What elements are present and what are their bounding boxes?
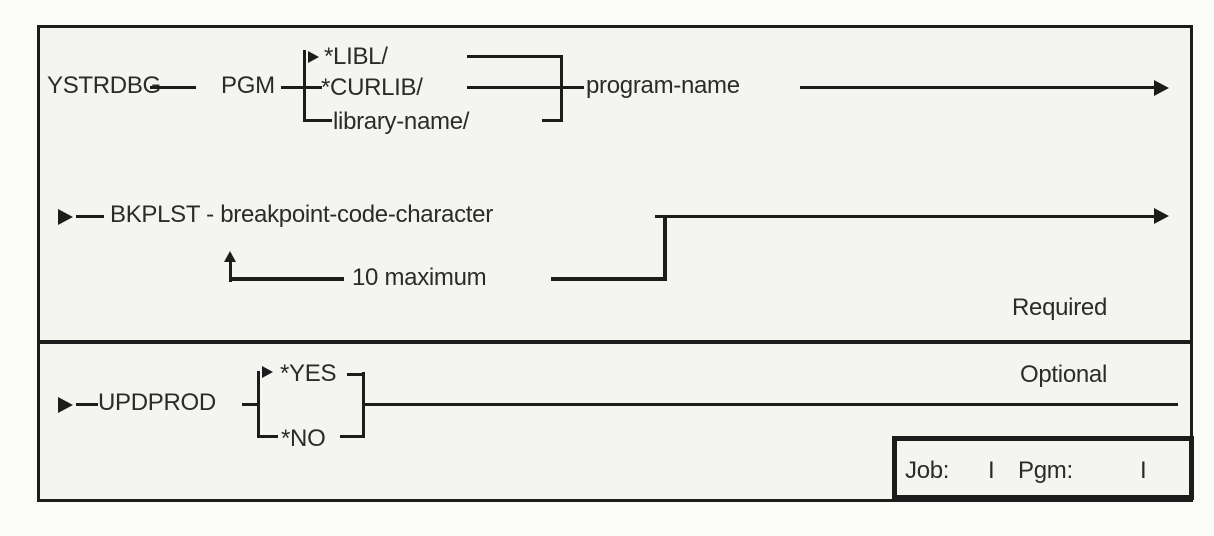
choice-line — [467, 55, 561, 58]
pgm-label: Pgm: — [1018, 457, 1073, 484]
continuation-arrow-icon — [58, 397, 73, 413]
choice-bracket-right — [560, 55, 563, 122]
required-badge: Required — [1012, 294, 1107, 321]
continuation-arrow-icon — [58, 209, 73, 225]
repeat-loop-line — [229, 277, 344, 281]
pgm-value: I — [1140, 457, 1147, 484]
updprod-keyword-label: UPDPROD — [98, 389, 216, 416]
rail-line — [563, 86, 584, 89]
rail-line — [76, 215, 104, 218]
choice-line — [542, 119, 563, 122]
program-name-label: program-name — [586, 72, 740, 99]
rail-line — [150, 86, 196, 89]
repeat-loop-line — [663, 215, 667, 281]
choice-line — [257, 435, 278, 438]
repeat-up-arrow-icon — [224, 251, 236, 262]
choice-line — [306, 119, 332, 122]
rail-line — [76, 403, 98, 406]
default-choice-arrow-icon — [262, 366, 273, 378]
choice-line — [306, 86, 322, 89]
section-divider — [40, 340, 1190, 344]
rail-line — [655, 215, 1155, 218]
job-pgm-box — [892, 436, 1194, 500]
rail-arrowhead-icon — [1154, 80, 1169, 96]
default-choice-arrow-icon — [308, 51, 319, 63]
updprod-option-yes: *YES — [280, 360, 337, 387]
choice-bracket-left — [303, 50, 306, 122]
choice-line — [467, 86, 561, 89]
lib-option-curlib: *CURLIB/ — [321, 74, 423, 101]
lib-option-libl: *LIBL/ — [324, 43, 388, 70]
rail-line — [281, 86, 305, 89]
command-label: YSTRDBG — [47, 72, 161, 99]
choice-bracket-right — [362, 372, 365, 438]
bkplst-parameter-label: BKPLST - breakpoint-code-character — [110, 201, 493, 228]
choice-bracket-left — [257, 371, 260, 438]
rail-arrowhead-icon — [1154, 208, 1169, 224]
optional-badge: Optional — [1020, 361, 1107, 388]
job-label: Job: — [905, 457, 950, 484]
pgm-keyword-label: PGM — [221, 72, 275, 99]
lib-option-library-name: library-name/ — [333, 108, 470, 135]
updprod-option-no: *NO — [281, 425, 326, 452]
rail-line — [800, 86, 1156, 89]
repeat-loop-line — [229, 260, 232, 282]
rail-line — [365, 403, 1178, 406]
repeat-loop-line — [551, 277, 667, 281]
rail-line — [242, 403, 259, 406]
choice-line — [347, 373, 365, 376]
choice-line — [340, 435, 365, 438]
repeat-max-label: 10 maximum — [352, 264, 487, 291]
job-value: I — [988, 457, 995, 484]
